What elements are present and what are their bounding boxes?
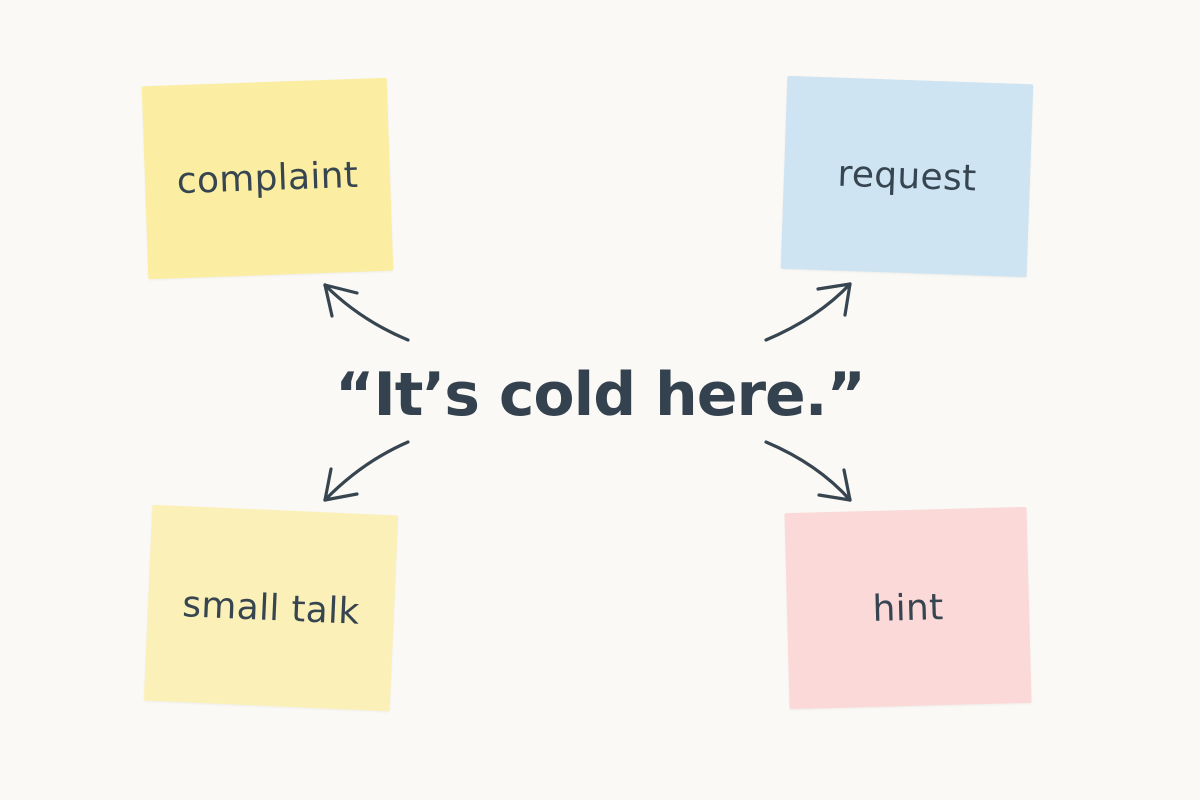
arrow-to-small-talk [323,440,410,502]
phrase-text: “It’s cold here.” [335,360,866,430]
arrow-to-hint [764,440,852,502]
arrow-to-request [764,282,852,342]
phrase: “It’s cold here.” [300,350,900,440]
arrow-to-complaint [323,283,410,342]
